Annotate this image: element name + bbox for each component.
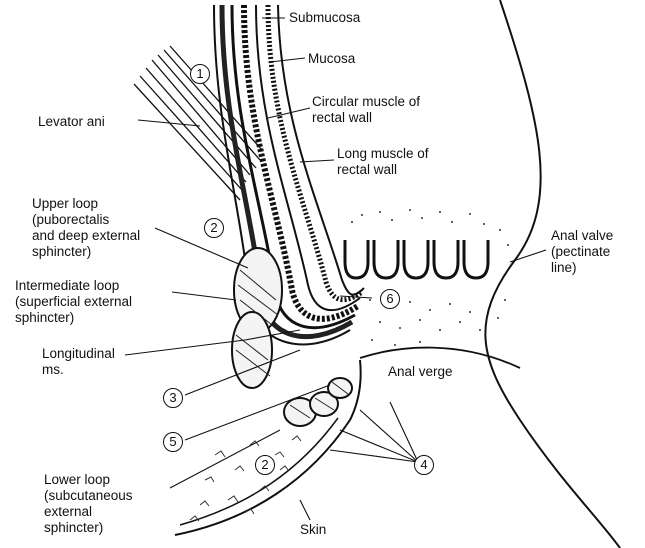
label-levator-ani: Levator ani: [38, 114, 105, 130]
marker-2-lower: 2: [255, 455, 275, 475]
label-anal-verge: Anal verge: [388, 364, 453, 380]
marker-6: 6: [380, 289, 400, 309]
label-upper-loop: Upper loop (puborectalis and deep extern…: [32, 196, 140, 260]
marker-1: 1: [190, 64, 210, 84]
label-circular-muscle: Circular muscle of rectal wall: [312, 94, 420, 126]
marker-3: 3: [163, 388, 183, 408]
marker-5: 5: [163, 432, 183, 452]
label-longitudinal-ms: Longitudinal ms.: [42, 346, 115, 378]
marker-4: 4: [414, 455, 434, 475]
label-intermediate-loop: Intermediate loop (superficial external …: [15, 278, 132, 326]
label-mucosa: Mucosa: [308, 51, 355, 67]
label-long-muscle: Long muscle of rectal wall: [337, 146, 429, 178]
label-skin: Skin: [300, 522, 326, 538]
label-anal-valve: Anal valve (pectinate line): [551, 228, 613, 276]
marker-2-upper: 2: [204, 218, 224, 238]
label-lower-loop: Lower loop (subcutaneous external sphinc…: [44, 472, 133, 536]
label-submucosa: Submucosa: [289, 10, 360, 26]
anal-valves: [345, 240, 488, 278]
